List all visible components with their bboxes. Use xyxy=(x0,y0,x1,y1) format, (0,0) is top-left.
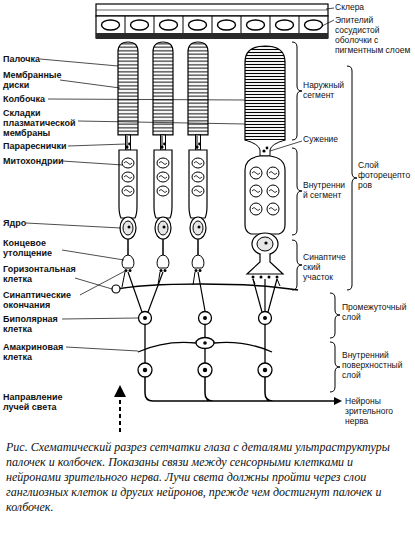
part-label: Эпителий сосудистой оболочки с пигментны… xyxy=(335,15,413,55)
part-label: Концевое утолщение xyxy=(3,238,83,258)
light-arrowhead xyxy=(114,385,126,397)
nucleus-dot xyxy=(263,316,267,320)
cell-nuclei xyxy=(143,316,267,372)
rod-cell xyxy=(118,42,138,272)
nucleus-dot xyxy=(143,316,147,320)
bracket xyxy=(347,66,357,290)
epithelial-nucleus xyxy=(276,20,294,30)
part-label: Горизонтальная клетка xyxy=(3,264,91,284)
epithelium-row xyxy=(96,16,328,38)
leader-line xyxy=(40,59,118,66)
leader-line xyxy=(78,121,245,124)
leader-line xyxy=(270,141,302,151)
light-arrow-shaft xyxy=(119,396,121,432)
bipolar-cell xyxy=(139,312,152,325)
part-label: Митохондрии xyxy=(3,156,83,166)
nerve-arrowhead xyxy=(334,397,342,405)
amacrine-cell xyxy=(196,338,214,349)
part-label: Промежуточный слой xyxy=(342,302,414,322)
leader-line xyxy=(62,250,124,260)
part-label: Сужение xyxy=(303,134,347,144)
sclera-epithelium xyxy=(96,4,328,39)
epithelial-nucleus xyxy=(160,20,178,30)
part-label: Внутренний поверхностный слой xyxy=(342,350,414,380)
bipolar-cell xyxy=(259,312,272,325)
epithelial-nucleus xyxy=(218,20,236,30)
part-label: Наружный сегмент xyxy=(303,80,347,100)
leader-line xyxy=(326,8,334,9)
nucleus-dot xyxy=(203,341,207,345)
horizontal-cell xyxy=(112,285,120,293)
bracket xyxy=(330,293,340,338)
epithelial-nucleus xyxy=(102,20,120,30)
ganglion-cells xyxy=(138,363,272,377)
bipolar-cells xyxy=(139,312,272,325)
leader-line xyxy=(48,99,245,100)
nucleus-dot xyxy=(203,368,207,372)
layer-brackets xyxy=(292,42,357,392)
nucleus-dot xyxy=(263,368,267,372)
optic-nerve-fibers xyxy=(145,377,334,401)
part-label: Синаптический участок xyxy=(303,252,347,282)
leader-line xyxy=(26,223,121,228)
leader-line xyxy=(75,278,112,289)
cone-cell xyxy=(245,46,285,279)
part-label: Нейроны зрительного нерва xyxy=(345,396,413,426)
leader-line xyxy=(322,20,334,26)
rod-cell xyxy=(188,42,208,272)
part-label: Синаптические окончания xyxy=(3,290,91,310)
nucleus-dot xyxy=(203,316,207,320)
part-label: Амакриновая клетка xyxy=(3,342,83,362)
leader-lines xyxy=(26,8,334,351)
pigment-layer xyxy=(96,33,328,39)
nucleus-dot xyxy=(143,368,147,372)
epithelial-nucleus xyxy=(247,20,265,30)
leader-line xyxy=(68,144,126,146)
part-label: Колбочка xyxy=(3,94,83,104)
bipolar-dendrites xyxy=(128,272,277,312)
epithelial-nucleus xyxy=(131,20,149,30)
leader-line xyxy=(62,318,138,319)
part-label: Ядро xyxy=(3,218,83,228)
epithelial-nucleus xyxy=(189,20,207,30)
part-label: Внутренний сегмент xyxy=(303,180,347,200)
rod-cell xyxy=(153,42,173,272)
neural-wiring xyxy=(112,272,334,401)
bracket xyxy=(292,42,302,140)
part-label: Мембранные диски xyxy=(3,70,83,90)
bracket xyxy=(292,240,302,290)
part-label: Биполярная клетка xyxy=(3,314,83,334)
leader-line xyxy=(60,80,120,88)
figure-caption: Рис. Схематический разрез сетчатки глаза… xyxy=(6,440,409,515)
part-label: Парареснички xyxy=(3,141,83,151)
bracket xyxy=(292,148,302,235)
bipolar-cell xyxy=(199,312,212,325)
leader-line xyxy=(62,161,123,165)
part-label: Склера xyxy=(335,2,413,12)
part-label: Слой фоторецепторов xyxy=(358,160,414,190)
part-label: Направление лучей света xyxy=(3,392,83,412)
part-label: Палочка xyxy=(3,54,83,64)
leader-line xyxy=(80,271,125,295)
sclera-band xyxy=(96,4,328,16)
sclera-line xyxy=(96,10,328,11)
part-label: Складки плазматической мембраны xyxy=(3,108,91,138)
ganglion-cell xyxy=(138,363,152,377)
horizontal-cell-process xyxy=(112,284,298,290)
epithelial-nucleus xyxy=(305,20,323,30)
ganglion-cell xyxy=(258,363,272,377)
horizontal-contacts xyxy=(122,272,280,287)
leader-line xyxy=(66,347,138,351)
bracket xyxy=(330,342,340,392)
ganglion-cell xyxy=(198,363,212,377)
